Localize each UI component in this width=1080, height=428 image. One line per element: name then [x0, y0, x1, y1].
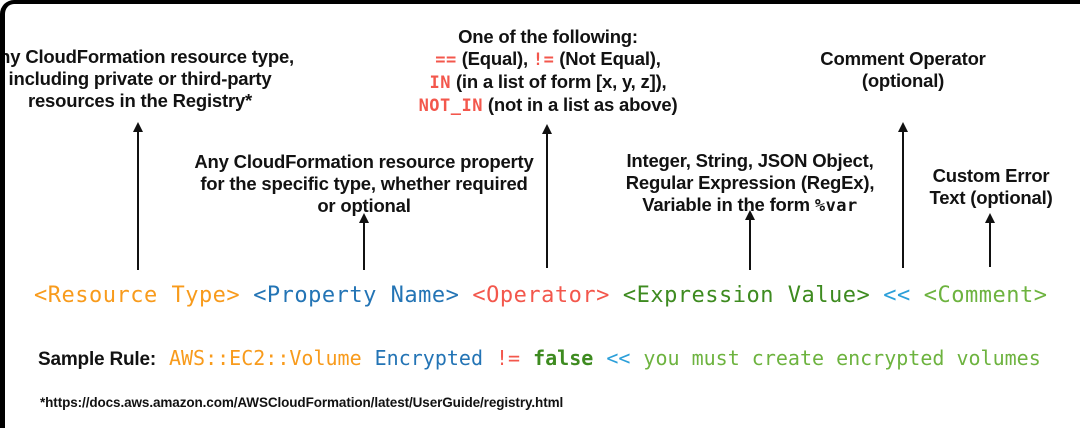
annotation-resource-type-line3: resources in the Registry*: [27, 90, 253, 111]
arrow-operator: [542, 124, 552, 268]
annotation-comment-operator: Comment Operator (optional): [820, 48, 986, 92]
sample-property-token: Encrypted: [374, 346, 483, 370]
annotation-property-name-line1: Any CloudFormation resource property: [194, 151, 534, 172]
sample-resource-token: AWS::EC2::Volume: [168, 346, 362, 370]
syntax-comment-operator-token: <<: [883, 283, 911, 308]
arrow-expression-value: [745, 210, 755, 270]
sample-rule-line: Sample Rule: AWS::EC2::Volume Encrypted …: [38, 343, 1041, 375]
syntax-comment-token: <Comment>: [923, 283, 1048, 308]
arrow-comment-operator: [898, 122, 908, 268]
syntax-expression-value-token: <Expression Value>: [622, 283, 871, 308]
annotation-expression-value-line2: Regular Expression (RegEx),: [625, 172, 875, 193]
annotation-custom-error: Custom Error Text (optional): [929, 165, 1052, 209]
arrow-property-name: [359, 213, 369, 270]
annotation-resource-type-line2: including private or third-party: [8, 68, 272, 89]
sample-operator-token: !=: [496, 346, 521, 370]
annotation-operator-title: One of the following:: [458, 26, 638, 47]
annotation-property-name: Any CloudFormation resource property for…: [194, 151, 533, 217]
syntax-operator-token: <Operator>: [472, 283, 610, 308]
annotation-comment-operator-line2: (optional): [861, 70, 945, 91]
annotation-operator-line4: NOT_IN (not in a list as above): [419, 94, 678, 117]
operator-not-equal-desc: (Not Equal),: [554, 48, 661, 69]
annotation-operator-line3: IN (in a list of form [x, y, z]),: [419, 71, 678, 94]
sample-comment-operator-token: <<: [606, 346, 631, 370]
sample-rule-label: Sample Rule:: [38, 349, 156, 370]
rule-syntax-line: <Resource Type> <Property Name> <Operato…: [34, 280, 1047, 312]
annotation-resource-type-line1: Any CloudFormation resource type,: [0, 46, 294, 67]
arrow-resource-type: [133, 122, 143, 270]
annotation-operator-line2: == (Equal), != (Not Equal),: [419, 48, 678, 71]
arrow-custom-error: [985, 213, 995, 267]
annotation-custom-error-line1: Custom Error: [932, 165, 1050, 186]
expression-variable-example: %var: [814, 196, 858, 216]
operator-not-in-desc: (not in a list as above): [482, 94, 678, 115]
operator-not-equal-symbol: !=: [532, 50, 555, 70]
annotation-resource-type: Any CloudFormation resource type, includ…: [0, 46, 294, 112]
syntax-resource-type-token: <Resource Type>: [34, 283, 241, 308]
operator-in-symbol: IN: [429, 73, 452, 93]
syntax-property-name-token: <Property Name>: [253, 283, 460, 308]
expression-variable-prefix: Variable in the form: [642, 194, 815, 215]
annotation-comment-operator-line1: Comment Operator: [820, 48, 986, 69]
operator-not-in-symbol: NOT_IN: [418, 96, 483, 116]
operator-equal-symbol: ==: [435, 50, 457, 70]
operator-equal-desc: (Equal),: [456, 48, 533, 69]
annotation-expression-value-line3: Variable in the form %var: [626, 194, 875, 217]
annotation-property-name-line3: or optional: [317, 195, 411, 216]
operator-in-desc: (in a list of form [x, y, z]),: [451, 71, 667, 92]
annotation-expression-value: Integer, String, JSON Object, Regular Ex…: [626, 150, 875, 217]
annotation-expression-value-line1: Integer, String, JSON Object,: [626, 150, 874, 171]
annotation-custom-error-line2: Text (optional): [929, 187, 1053, 208]
registry-footnote-url: *https://docs.aws.amazon.com/AWSCloudFor…: [40, 395, 564, 410]
annotation-operator: One of the following: == (Equal), != (No…: [419, 26, 678, 117]
annotation-property-name-line2: for the specific type, whether required: [200, 173, 528, 194]
sample-comment-token: you must create encrypted volumes: [643, 346, 1041, 370]
sample-value-token: false: [533, 346, 594, 370]
